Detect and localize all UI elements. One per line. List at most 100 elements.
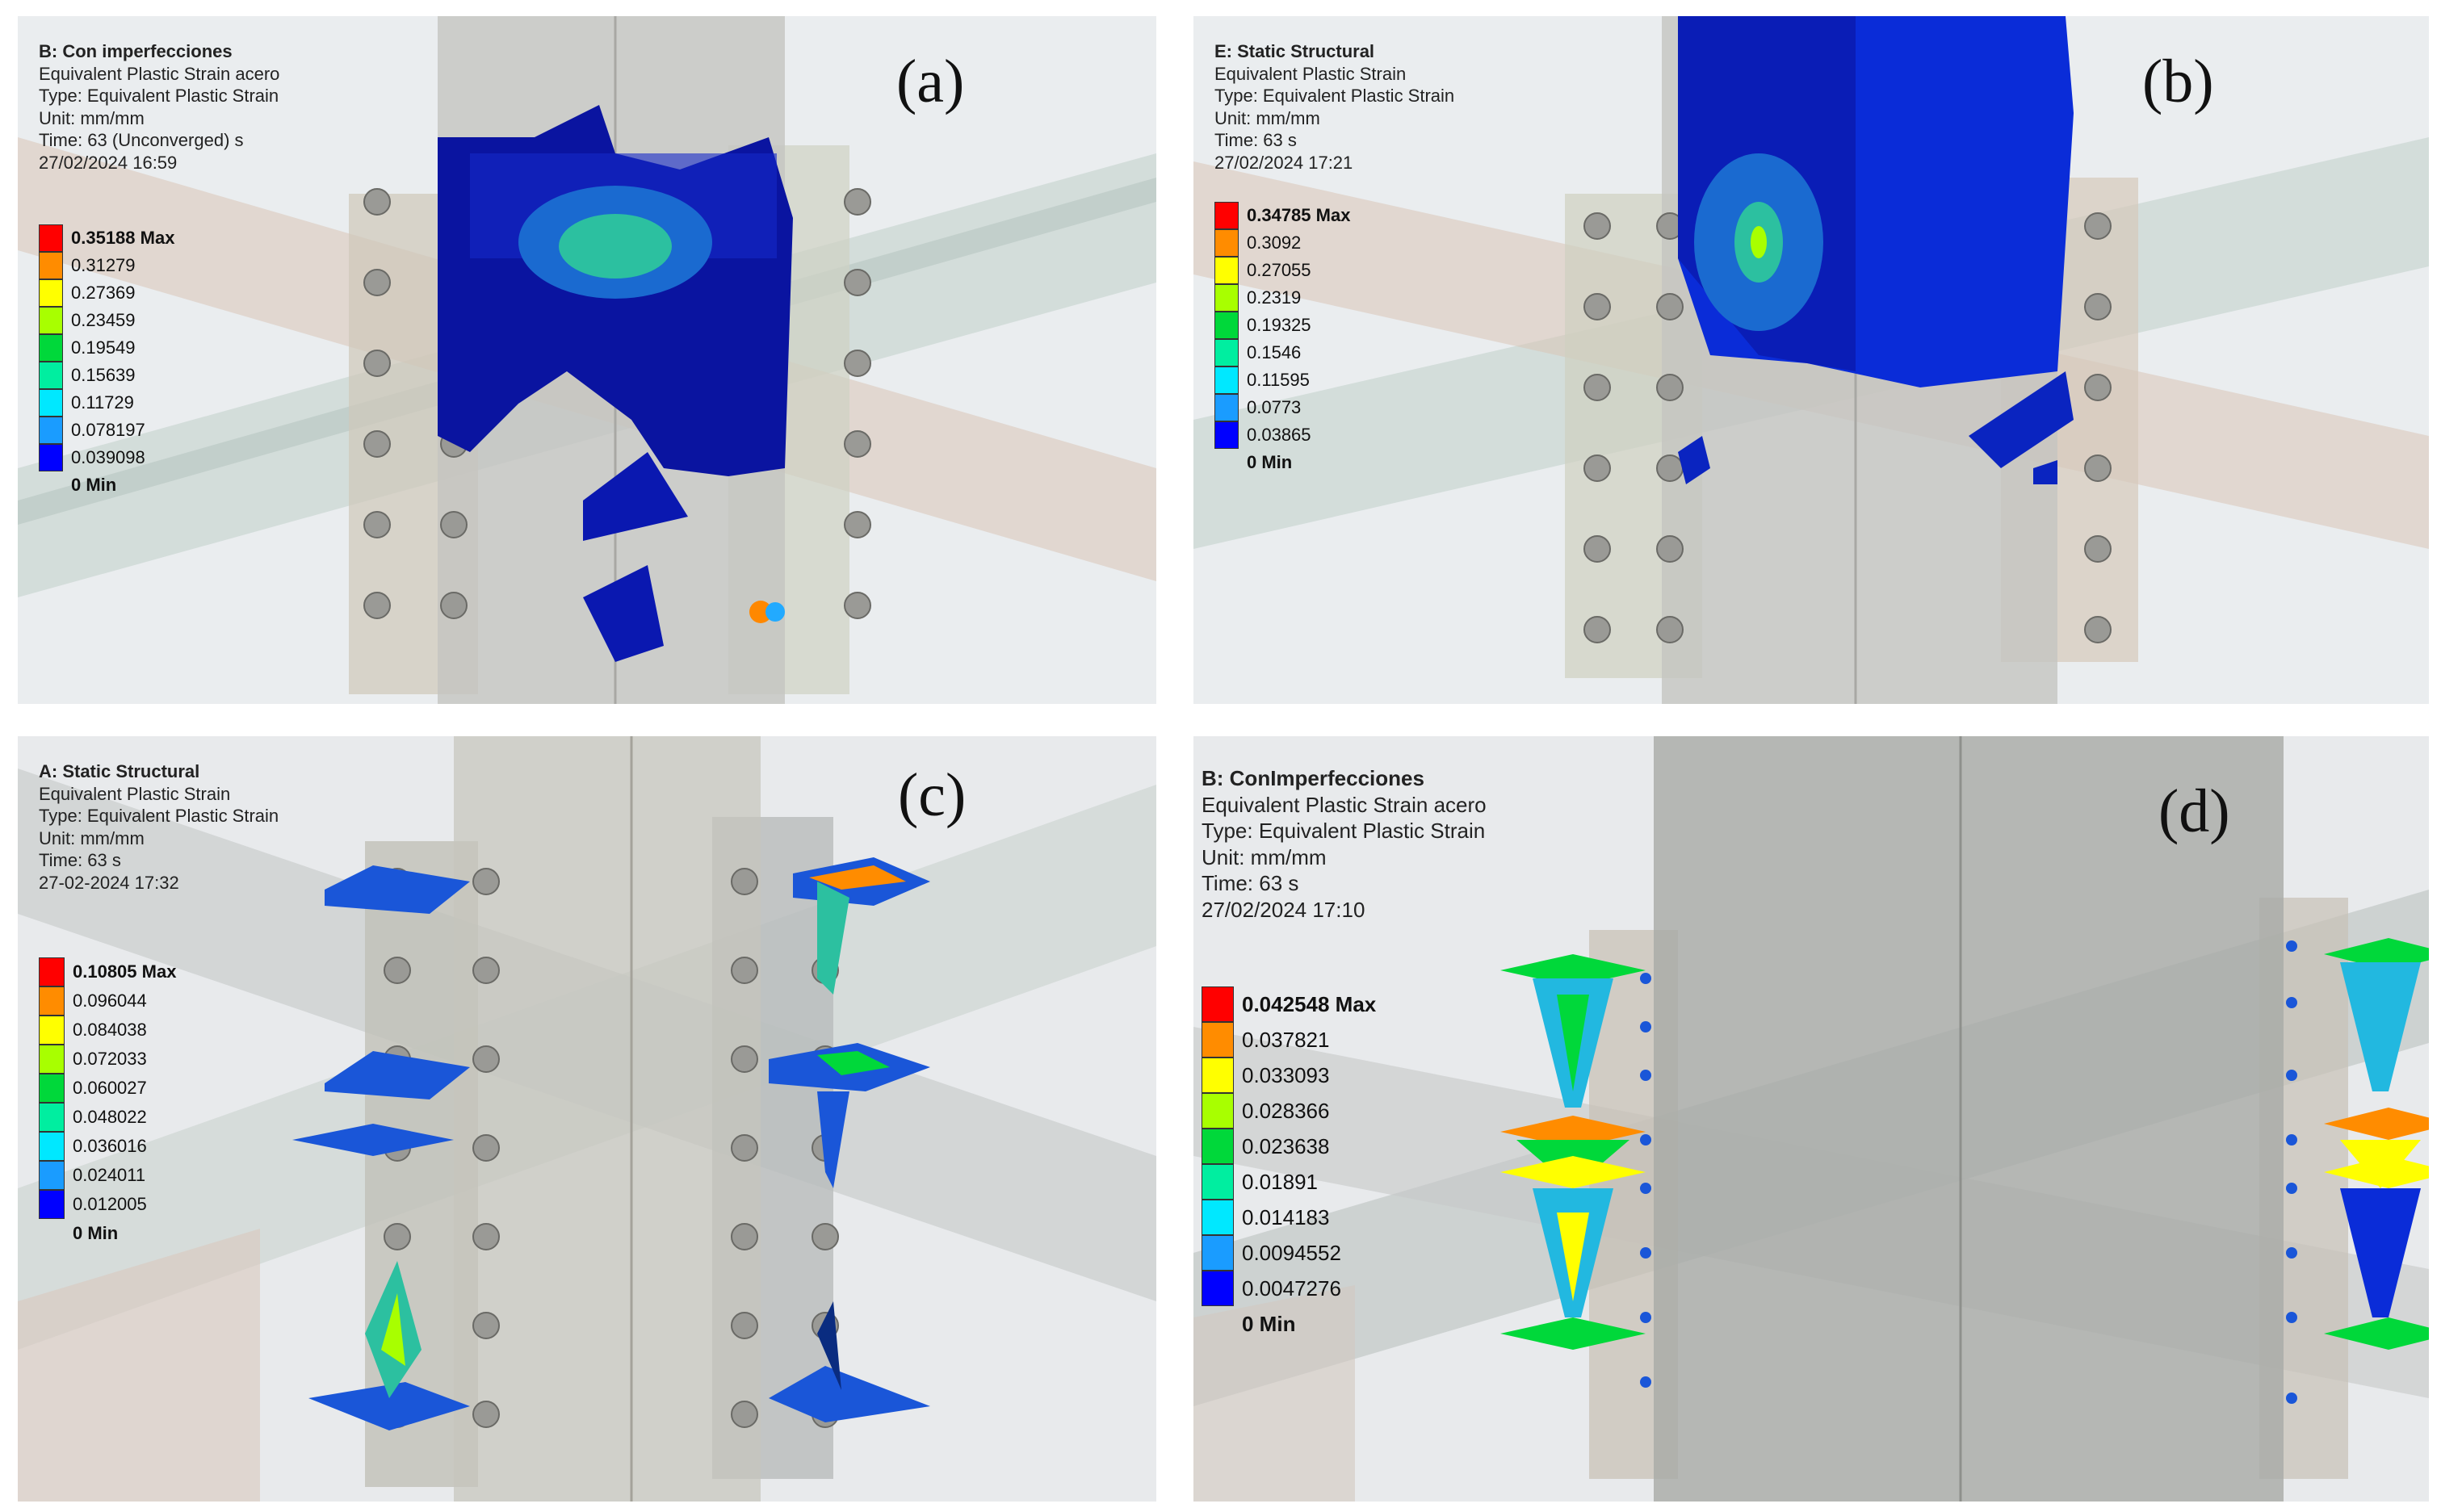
legend-row: 0.11729 <box>39 389 134 417</box>
legend-label: 0.0047276 <box>1242 1275 1341 1300</box>
analysis-title: B: ConImperfecciones <box>1202 766 1424 790</box>
legend-row: 0 Min <box>1202 1306 1295 1342</box>
panel-label: (a) <box>896 48 965 115</box>
legend-swatch <box>39 1190 65 1219</box>
unit: Unit: mm/mm <box>1214 107 1320 128</box>
legend-swatch <box>39 224 63 252</box>
analysis-title: A: Static Structural <box>39 761 200 781</box>
legend-label: 0.028366 <box>1242 1098 1330 1123</box>
result-name: Equivalent Plastic Strain <box>39 783 231 804</box>
legend-label: 0.34785 Max <box>1247 205 1351 225</box>
legend-label: 0.31279 <box>71 255 136 275</box>
legend-row: 0.19549 <box>39 334 136 362</box>
legend-label: 0.35188 Max <box>71 228 175 248</box>
legend-label: 0.023638 <box>1242 1133 1330 1158</box>
legend-row: 0.012005 <box>39 1190 147 1219</box>
legend-swatch <box>1202 986 1234 1022</box>
result-name: Equivalent Plastic Strain acero <box>1202 792 1487 817</box>
legend-label: 0.0094552 <box>1242 1240 1341 1265</box>
panel-label: (c) <box>898 761 967 829</box>
time: Time: 63 s <box>39 850 121 870</box>
color-legend: 0.042548 Max 0.037821 0.033093 0.028366 … <box>1202 986 1460 1342</box>
legend-row: 0.078197 <box>39 417 145 444</box>
legend-row: 0.033093 <box>1202 1058 1329 1093</box>
legend-label: 0.072033 <box>73 1049 147 1069</box>
legend-swatch <box>1214 284 1239 312</box>
legend-label: 0.15639 <box>71 365 136 385</box>
legend-row: 0.024011 <box>39 1161 145 1190</box>
legend-row: 0.23459 <box>39 307 136 334</box>
legend-swatch <box>1214 366 1239 394</box>
legend-swatch <box>39 389 63 417</box>
legend-label: 0.19325 <box>1247 315 1311 335</box>
legend-swatch <box>39 307 63 334</box>
legend-swatch <box>1214 202 1239 229</box>
legend-label: 0.039098 <box>71 447 145 467</box>
color-legend: 0.10805 Max 0.096044 0.084038 0.072033 0… <box>39 957 281 1256</box>
panel-label: (b) <box>2142 48 2214 115</box>
legend-label: 0.3092 <box>1247 232 1302 253</box>
analysis-title: B: Con imperfecciones <box>39 41 233 61</box>
legend-label: 0.078197 <box>71 420 145 440</box>
legend-label: 0.23459 <box>71 310 136 330</box>
timestamp: 27/02/2024 17:21 <box>1214 152 1353 173</box>
legend-swatch <box>1202 1129 1234 1164</box>
legend-label: 0.11595 <box>1247 370 1310 390</box>
legend-row: 0.042548 Max <box>1202 986 1376 1022</box>
panel-d: B: ConImperfecciones Equivalent Plastic … <box>1193 736 2429 1502</box>
legend-swatch <box>39 1016 65 1045</box>
legend-row: 0.10805 Max <box>39 957 176 986</box>
legend-label: 0 Min <box>1247 452 1293 472</box>
info-block: B: ConImperfecciones Equivalent Plastic … <box>1202 765 1487 923</box>
unit: Unit: mm/mm <box>39 107 145 128</box>
legend-swatch <box>39 252 63 279</box>
legend-label: 0.042548 Max <box>1242 991 1377 1016</box>
panel-a: B: Con imperfecciones Equivalent Plastic… <box>18 16 1156 704</box>
legend-swatch <box>1214 421 1239 449</box>
legend-row: 0.039098 <box>39 444 145 471</box>
legend-label: 0.2319 <box>1247 287 1302 308</box>
panel-label: (d) <box>2158 777 2230 845</box>
legend-swatch <box>39 957 65 986</box>
legend-label: 0.084038 <box>73 1020 147 1040</box>
time: Time: 63 s <box>1214 130 1297 150</box>
legend-row: 0.31279 <box>39 252 136 279</box>
info-block: B: Con imperfecciones Equivalent Plastic… <box>39 40 279 174</box>
legend-row: 0 Min <box>1214 449 1292 476</box>
legend-swatch <box>1214 339 1239 366</box>
legend-swatch <box>39 362 63 389</box>
legend-row: 0.0094552 <box>1202 1235 1341 1271</box>
legend-label: 0.037821 <box>1242 1027 1330 1052</box>
panel-c: A: Static Structural Equivalent Plastic … <box>18 736 1156 1502</box>
legend-row: 0.014183 <box>1202 1200 1329 1235</box>
legend-row: 0.060027 <box>39 1074 147 1103</box>
legend-swatch <box>39 1103 65 1132</box>
legend-swatch <box>39 1132 65 1161</box>
legend-swatch <box>1202 1200 1234 1235</box>
legend-label: 0.10805 Max <box>73 961 177 982</box>
fea-model-view-b <box>1193 16 2429 704</box>
result-name: Equivalent Plastic Strain acero <box>39 63 280 84</box>
legend-row: 0.3092 <box>1214 229 1301 257</box>
result-type: Type: Equivalent Plastic Strain <box>1214 86 1455 106</box>
info-block: A: Static Structural Equivalent Plastic … <box>39 760 279 894</box>
legend-row: 0.34785 Max <box>1214 202 1350 229</box>
legend-row: 0.01891 <box>1202 1164 1318 1200</box>
legend-row: 0.096044 <box>39 986 147 1016</box>
legend-label: 0.1546 <box>1247 342 1302 362</box>
legend-swatch <box>1202 1164 1234 1200</box>
legend-swatch <box>1202 1235 1234 1271</box>
color-legend: 0.35188 Max 0.31279 0.27369 0.23459 0.19… <box>39 224 281 499</box>
legend-swatch <box>39 417 63 444</box>
legend-row: 0.036016 <box>39 1132 147 1161</box>
info-block: E: Static Structural Equivalent Plastic … <box>1214 40 1454 174</box>
legend-swatch <box>39 986 65 1016</box>
time: Time: 63 s <box>1202 871 1299 895</box>
legend-swatch <box>39 1074 65 1103</box>
legend-label: 0.01891 <box>1242 1169 1318 1194</box>
legend-swatch <box>39 334 63 362</box>
legend-row: 0.03865 <box>1214 421 1311 449</box>
unit: Unit: mm/mm <box>1202 844 1327 869</box>
legend-row: 0 Min <box>39 471 116 499</box>
result-type: Type: Equivalent Plastic Strain <box>39 86 279 106</box>
